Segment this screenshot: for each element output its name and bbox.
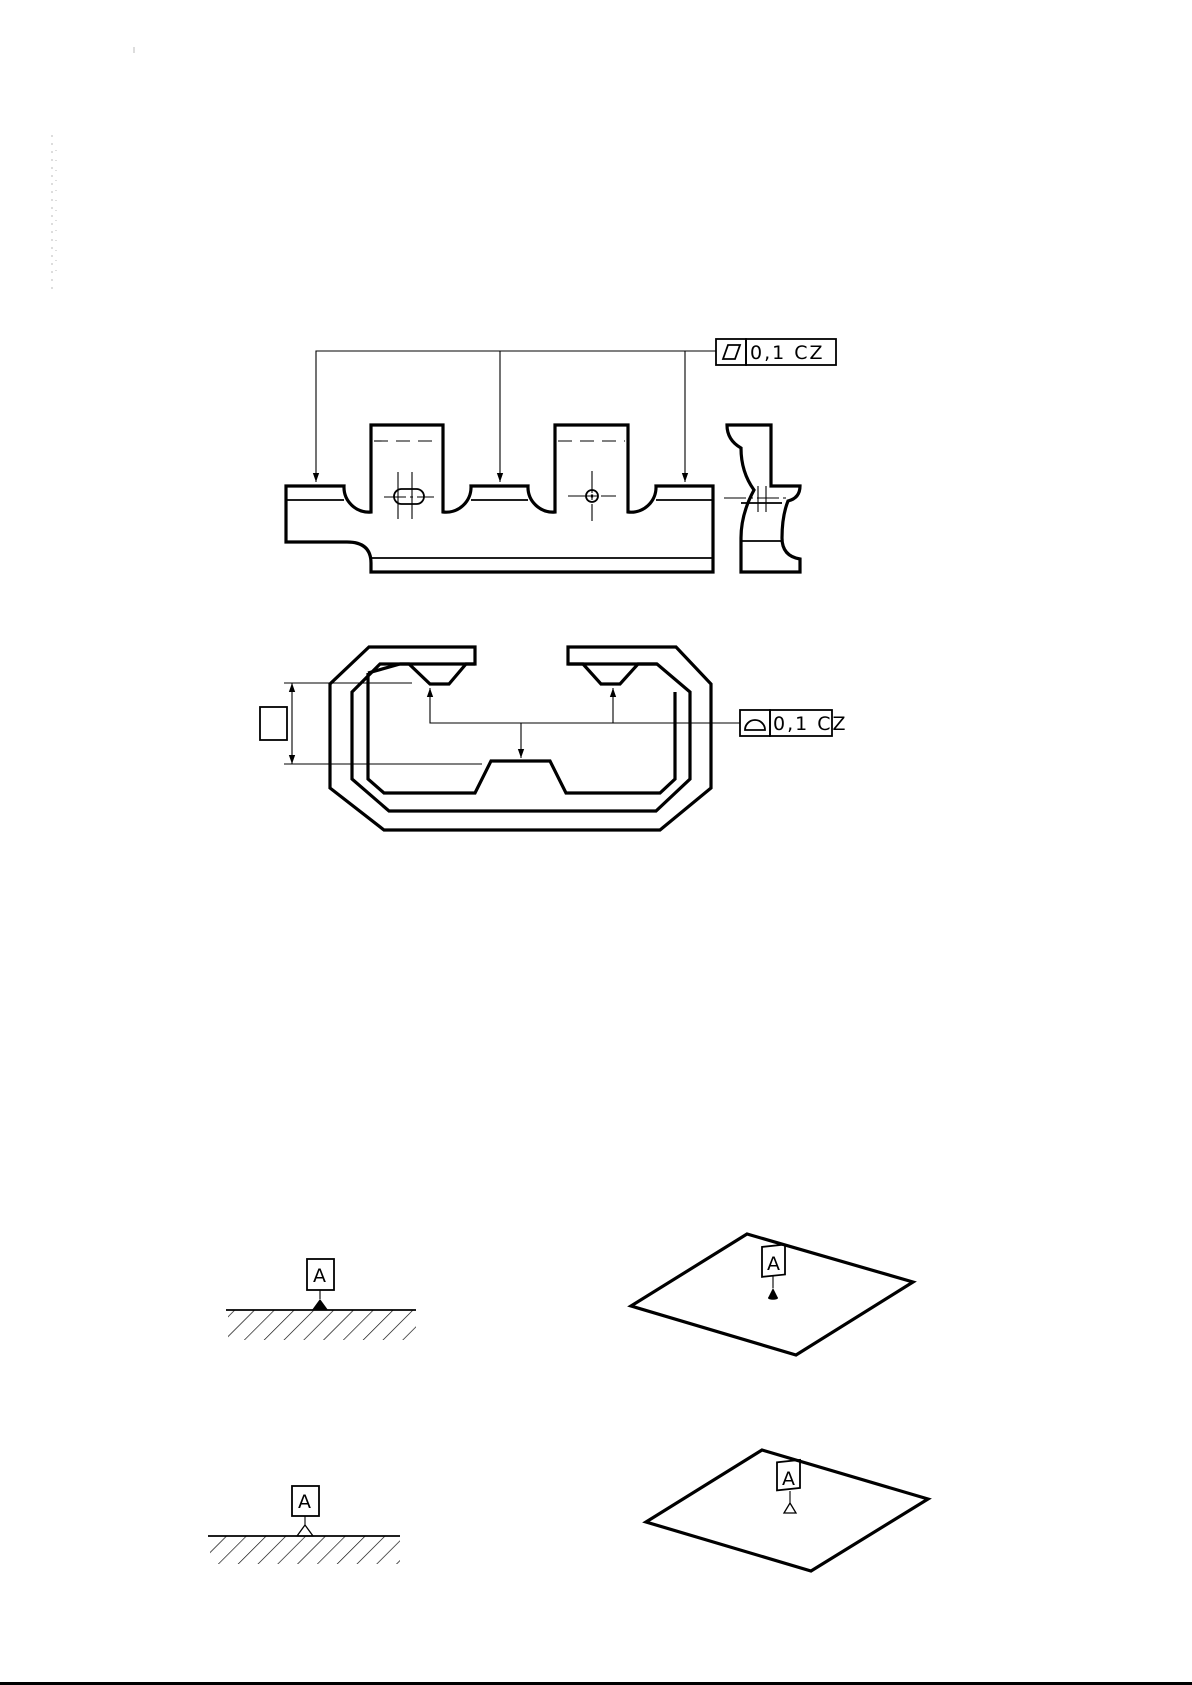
flatness-tolerance-value: 0,1 CZ xyxy=(750,342,825,364)
open-datum-triangle-icon xyxy=(297,1525,313,1536)
margin-marks xyxy=(52,47,134,290)
datum-example-open-3d: A xyxy=(646,1450,928,1571)
datum-example-open-2d: A xyxy=(208,1486,400,1564)
datum-example-filled-2d: A xyxy=(226,1259,416,1340)
feature-control-frame-profile: 0,1 CZ xyxy=(740,710,848,736)
theoretical-dimension-box xyxy=(260,707,287,740)
surface-profile-icon xyxy=(745,720,765,730)
datum-letter: A xyxy=(782,1468,797,1490)
datum-letter: A xyxy=(313,1265,328,1287)
feature-control-frame-flatness: 0,1 CZ xyxy=(716,339,836,365)
filled-datum-triangle-icon xyxy=(312,1299,328,1310)
parallelogram-flatness-icon xyxy=(723,345,740,359)
datum-letter: A xyxy=(767,1253,782,1275)
open-datum-triangle-icon xyxy=(784,1503,796,1513)
profile-tolerance-value: 0,1 CZ xyxy=(773,713,848,735)
datum-letter: A xyxy=(298,1491,313,1513)
profile-leaders xyxy=(430,688,740,758)
datum-example-filled-3d: A xyxy=(631,1234,913,1355)
side-view xyxy=(724,425,800,572)
flatness-leaders xyxy=(316,351,716,482)
